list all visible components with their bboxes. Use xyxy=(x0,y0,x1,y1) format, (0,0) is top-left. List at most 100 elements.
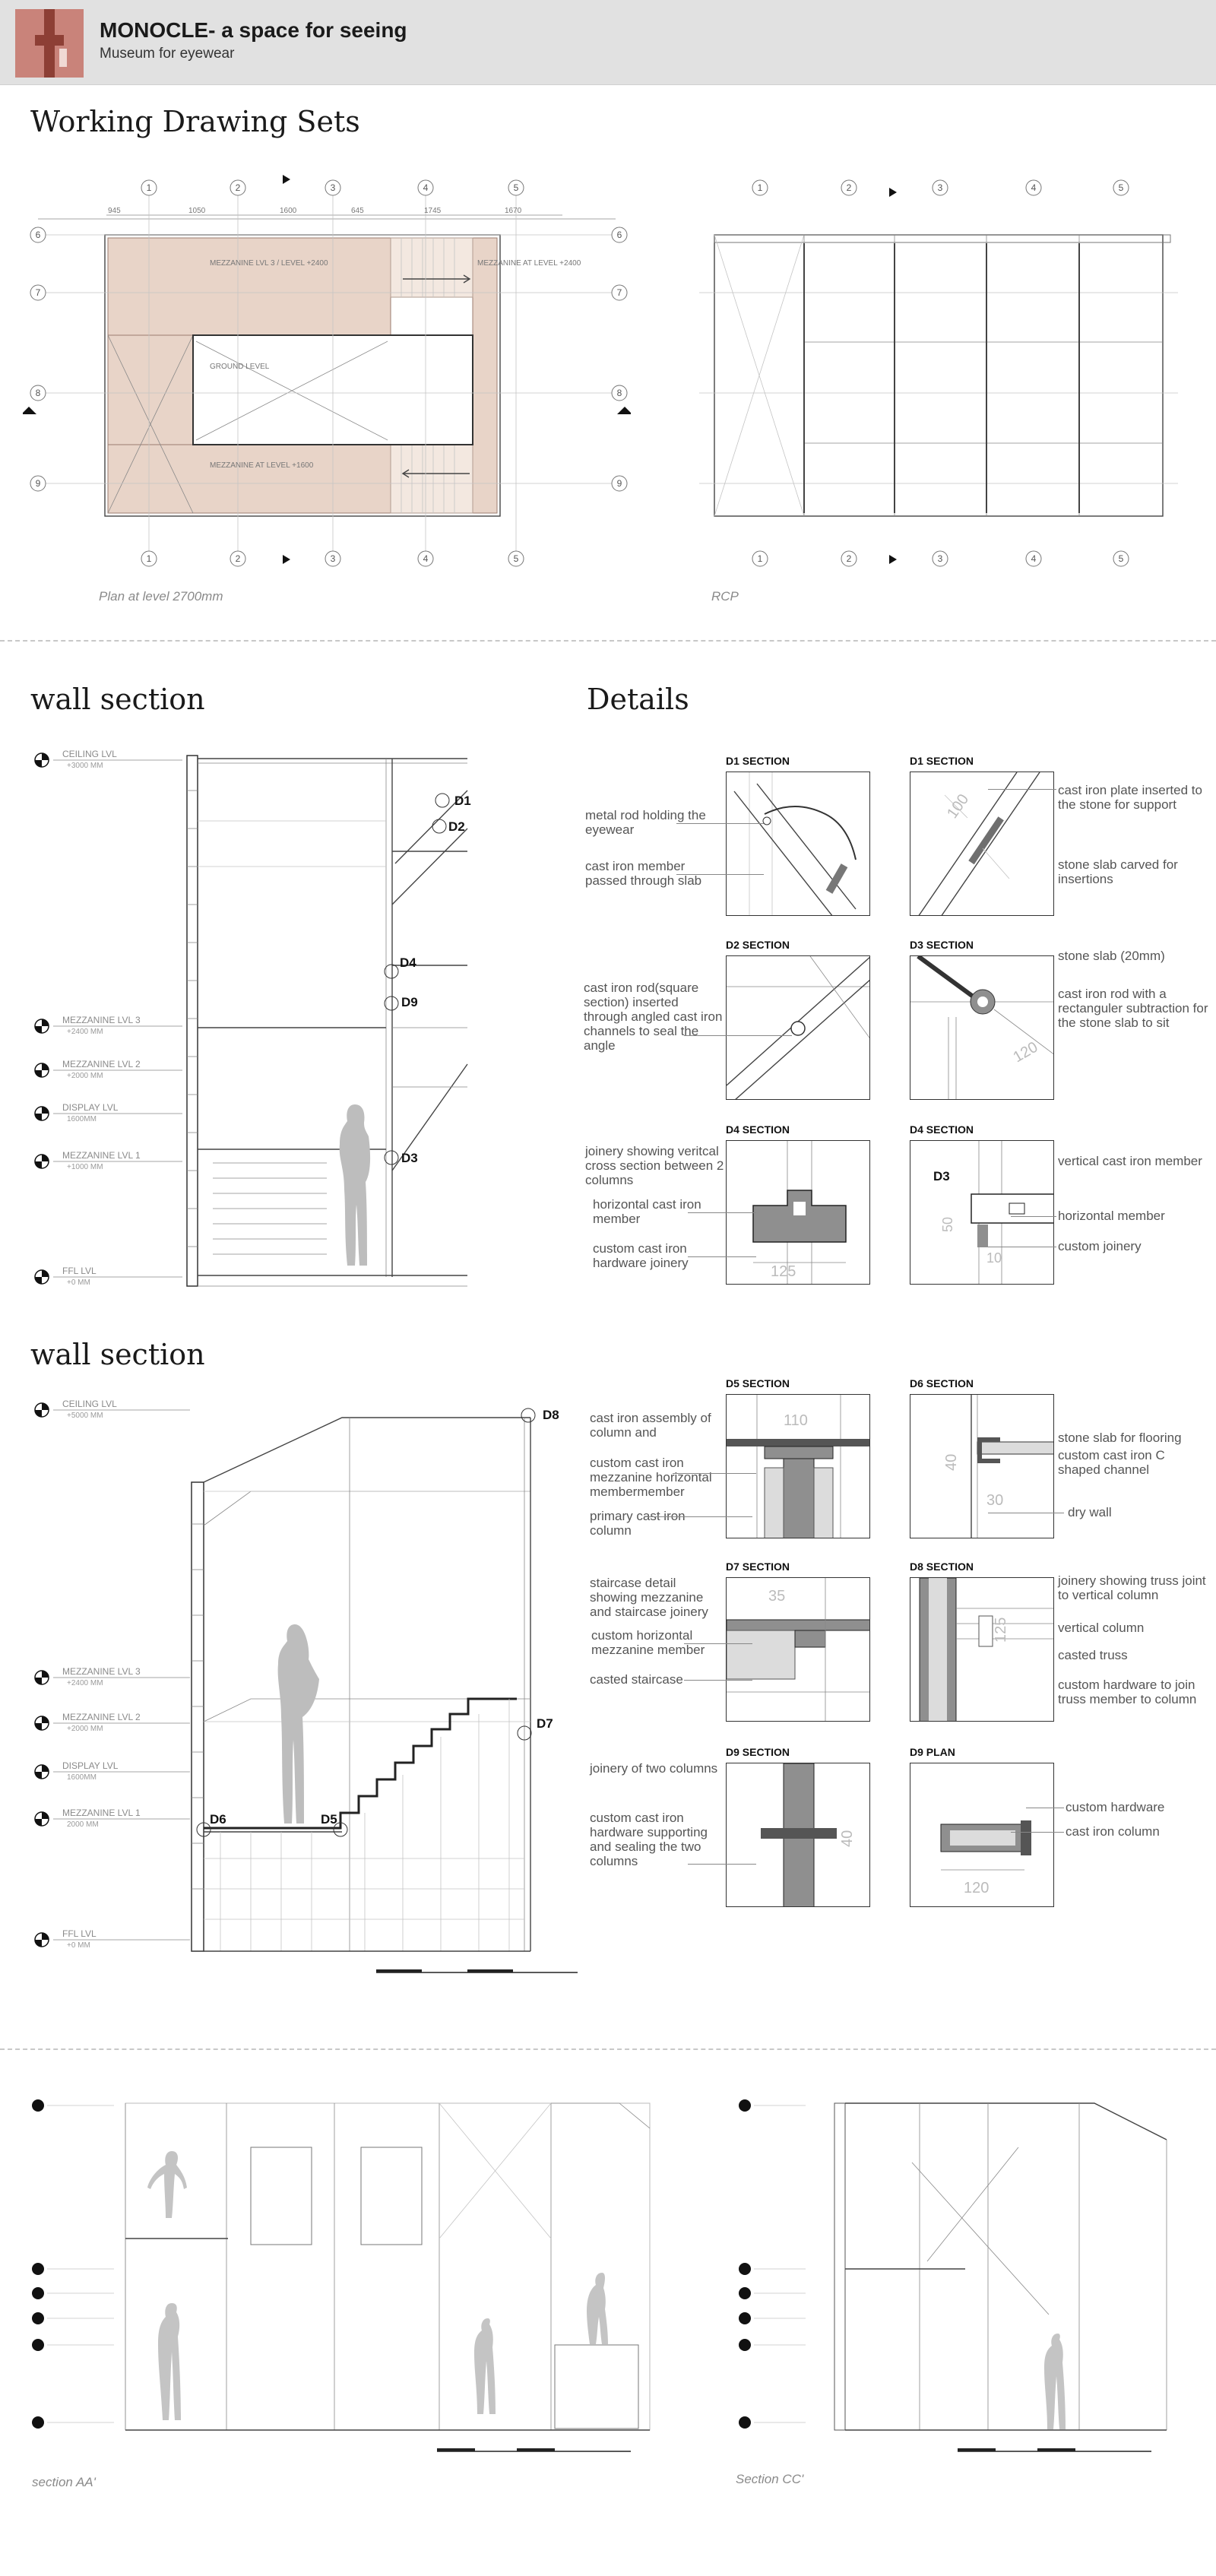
detail-d1b-title: D1 SECTION xyxy=(910,755,974,767)
note-d5-2: primary cast iron column xyxy=(590,1509,686,1538)
svg-text:1670: 1670 xyxy=(505,207,522,215)
svg-text:FFL LVL: FFL LVL xyxy=(62,1928,97,1939)
svg-text:5: 5 xyxy=(1119,182,1124,193)
logo xyxy=(15,9,84,78)
svg-text:1: 1 xyxy=(147,553,152,564)
detail-d2-box xyxy=(726,955,870,1100)
project-title: MONOCLE- a space for seeing xyxy=(100,18,407,42)
svg-text:MEZZANINE LVL 1: MEZZANINE LVL 1 xyxy=(62,1808,141,1818)
detail-d3-title: D3 SECTION xyxy=(910,939,974,951)
svg-text:3: 3 xyxy=(938,182,943,193)
wall-section-title-1: wall section xyxy=(30,683,205,716)
svg-text:DISPLAY LVL: DISPLAY LVL xyxy=(62,1760,119,1771)
svg-text:2: 2 xyxy=(236,182,241,193)
note-d1b-1: stone slab carved for insertions xyxy=(1058,857,1178,886)
section-cc-caption: Section CC' xyxy=(736,2472,804,2486)
note-d7-0: staircase detail showing mezzanine and s… xyxy=(590,1576,708,1619)
detail-d1a-box xyxy=(726,772,870,916)
detail-d5-title: D5 SECTION xyxy=(726,1377,790,1389)
svg-text:3: 3 xyxy=(331,182,336,193)
svg-text:35: 35 xyxy=(768,1588,785,1605)
detail-d9b-box: 120 xyxy=(910,1763,1054,1907)
svg-text:50: 50 xyxy=(940,1217,955,1232)
detail-d7-title: D7 SECTION xyxy=(726,1560,790,1573)
note-d4a-0: joinery showing veritcal cross section b… xyxy=(585,1144,724,1187)
svg-text:5: 5 xyxy=(514,553,519,564)
wall-section-1-drawing: CEILING LVL+3000 MM MEZZANINE LVL 3+2400… xyxy=(34,749,471,1287)
svg-text:8: 8 xyxy=(617,388,622,398)
svg-text:120: 120 xyxy=(1011,1039,1041,1066)
note-d7-1: custom horizontal mezzanine member xyxy=(591,1628,705,1657)
svg-text:2: 2 xyxy=(847,182,852,193)
svg-text:4: 4 xyxy=(1031,182,1037,193)
svg-text:3: 3 xyxy=(331,553,336,564)
note-d9a-1: custom cast iron hardware supporting and… xyxy=(590,1811,708,1868)
svg-text:+2000 MM: +2000 MM xyxy=(67,1725,103,1733)
details-title: Details xyxy=(587,683,689,716)
note-d3-0: stone slab (20mm) xyxy=(1058,949,1165,963)
marker-d1: D1 xyxy=(454,794,471,808)
note-d8-0: joinery showing truss joint to vertical … xyxy=(1058,1573,1206,1602)
svg-text:120: 120 xyxy=(964,1880,989,1896)
detail-d6-box: 40 30 xyxy=(910,1394,1054,1538)
note-d4b-1: horizontal member xyxy=(1058,1209,1165,1223)
note-d6-1: custom cast iron C shaped channel xyxy=(1058,1448,1165,1477)
detail-d4a-title: D4 SECTION xyxy=(726,1123,790,1136)
section-divider-2 xyxy=(0,2048,1216,2050)
section-cc-drawing xyxy=(739,2099,1167,2452)
header-bar: MONOCLE- a space for seeing Museum for e… xyxy=(0,0,1216,85)
detail-d7-box: 35 xyxy=(726,1577,870,1722)
detail-d8-title: D8 SECTION xyxy=(910,1560,974,1573)
note-d8-1: vertical column xyxy=(1058,1621,1145,1635)
svg-text:MEZZANINE LVL 3: MEZZANINE LVL 3 xyxy=(62,1666,141,1677)
note-d4b-2: custom joinery xyxy=(1058,1239,1142,1253)
svg-text:2: 2 xyxy=(236,553,241,564)
note-d8-2: casted truss xyxy=(1058,1648,1128,1662)
note-d9b-1: cast iron column xyxy=(1066,1824,1160,1839)
floor-plan-drawing: 1 2 3 4 5 1 2 3 4 5 6 7 8 9 6 7 8 9 945 … xyxy=(23,175,631,567)
svg-text:MEZZANINE LVL 2: MEZZANINE LVL 2 xyxy=(62,1712,141,1722)
note-d6-0: stone slab for flooring xyxy=(1058,1431,1182,1445)
wall-section-title-2: wall section xyxy=(30,1338,205,1371)
svg-text:+0 MM: +0 MM xyxy=(67,1941,90,1950)
rcp-caption: RCP xyxy=(711,589,739,604)
marker-d9: D9 xyxy=(401,995,418,1009)
marker-d8: D8 xyxy=(543,1408,559,1422)
svg-text:125: 125 xyxy=(771,1263,796,1280)
svg-text:8: 8 xyxy=(36,388,41,398)
svg-text:+3000 MM: +3000 MM xyxy=(67,762,103,770)
svg-text:4: 4 xyxy=(423,182,429,193)
svg-text:3: 3 xyxy=(938,553,943,564)
svg-text:645: 645 xyxy=(351,207,364,215)
note-d5-0: cast iron assembly of column and xyxy=(590,1411,711,1440)
svg-text:2: 2 xyxy=(847,553,852,564)
grid-col-1-top: 1 xyxy=(147,182,152,193)
note-d4b-0: vertical cast iron member xyxy=(1058,1154,1202,1168)
note-d2-0: cast iron rod(square section) inserted t… xyxy=(584,981,723,1053)
note-d9b-0: custom hardware xyxy=(1066,1800,1165,1814)
svg-text:+2400 MM: +2400 MM xyxy=(67,1028,103,1036)
note-d4a-1: horizontal cast iron member xyxy=(593,1197,701,1226)
section-divider-1 xyxy=(0,640,1216,642)
working-drawings-title: Working Drawing Sets xyxy=(30,105,360,138)
note-d4a-2: custom cast iron hardware joinery xyxy=(593,1241,689,1270)
marker-d5: D5 xyxy=(321,1812,337,1827)
svg-text:1745: 1745 xyxy=(424,207,442,215)
svg-text:MEZZANINE LVL 1: MEZZANINE LVL 1 xyxy=(62,1150,141,1161)
svg-text:10: 10 xyxy=(986,1250,1002,1266)
note-d1b-0: cast iron plate inserted to the stone fo… xyxy=(1058,783,1202,812)
svg-text:2000 MM: 2000 MM xyxy=(67,1820,99,1829)
svg-text:5: 5 xyxy=(514,182,519,193)
marker-d2: D2 xyxy=(448,819,465,834)
svg-text:1: 1 xyxy=(758,553,763,564)
note-d8-3: custom hardware to join truss member to … xyxy=(1058,1678,1197,1706)
detail-d4b-title: D4 SECTION xyxy=(910,1123,974,1136)
svg-text:1600MM: 1600MM xyxy=(67,1115,97,1123)
svg-text:110: 110 xyxy=(784,1412,808,1429)
svg-text:100: 100 xyxy=(944,791,972,822)
svg-text:MEZZANINE LVL 3: MEZZANINE LVL 3 xyxy=(62,1015,141,1025)
detail-d1a-title: D1 SECTION xyxy=(726,755,790,767)
detail-d8-box: 125 xyxy=(910,1577,1054,1722)
svg-text:30: 30 xyxy=(986,1492,1003,1509)
svg-text:D3: D3 xyxy=(933,1169,950,1183)
